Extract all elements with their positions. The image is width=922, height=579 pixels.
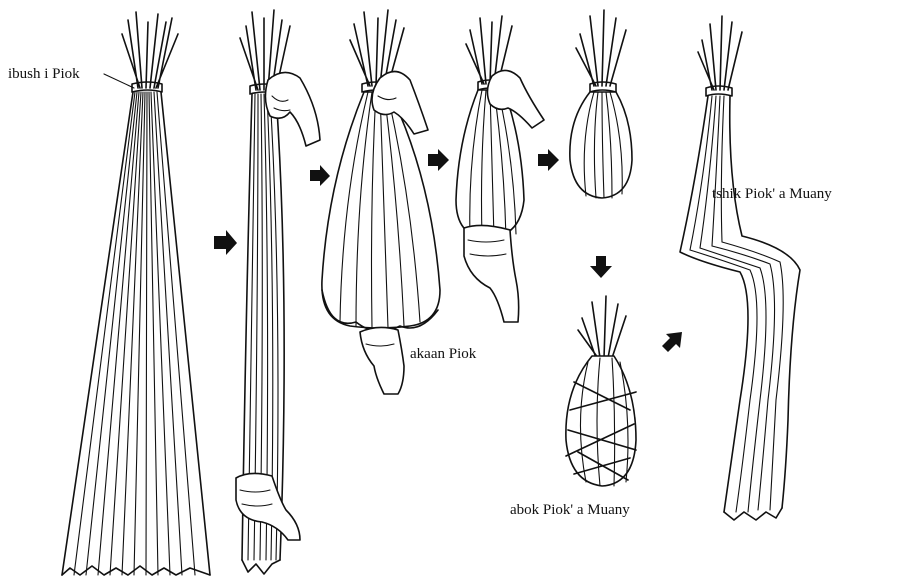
right-arrow-icon — [428, 149, 449, 171]
hand-icon — [464, 225, 519, 322]
right-arrow-icon — [310, 165, 330, 186]
right-arrow-icon — [538, 149, 559, 171]
label-tshik-piok-a-muany: tshik Piok' a Muany — [712, 186, 832, 202]
up-right-arrow-icon — [662, 332, 682, 352]
step-3-bulb: akaan Piok — [322, 10, 477, 394]
label-akaan-piok: akaan Piok — [410, 346, 477, 362]
tuft-icon — [578, 296, 626, 358]
fibre-strands — [570, 92, 632, 198]
label-ibush-i-piok: ibush i Piok — [8, 66, 80, 82]
hand-icon — [360, 327, 404, 394]
step-1-long-bundle: ibush i Piok — [8, 12, 210, 575]
leader-line — [104, 74, 134, 88]
step-6-wrapped-bulb: abok Piok' a Muany — [510, 296, 636, 518]
right-arrow-icon — [214, 230, 237, 255]
fibre-strands — [62, 92, 210, 575]
tuft-icon — [576, 10, 626, 86]
step-2-held-bundle — [236, 10, 320, 574]
hand-icon — [265, 72, 320, 146]
hand-icon — [236, 473, 300, 540]
tuft-icon — [122, 12, 178, 88]
step-7-zigzag-fibres: tshik Piok' a Muany — [680, 16, 832, 520]
step-4-compressed — [456, 16, 544, 322]
step-5-small-bulb — [570, 10, 632, 198]
label-abok-piok-a-muany: abok Piok' a Muany — [510, 502, 630, 518]
fibre-strands — [456, 90, 524, 238]
down-arrow-icon — [590, 256, 612, 278]
tuft-icon — [698, 16, 742, 90]
fibre-strands — [680, 96, 800, 520]
